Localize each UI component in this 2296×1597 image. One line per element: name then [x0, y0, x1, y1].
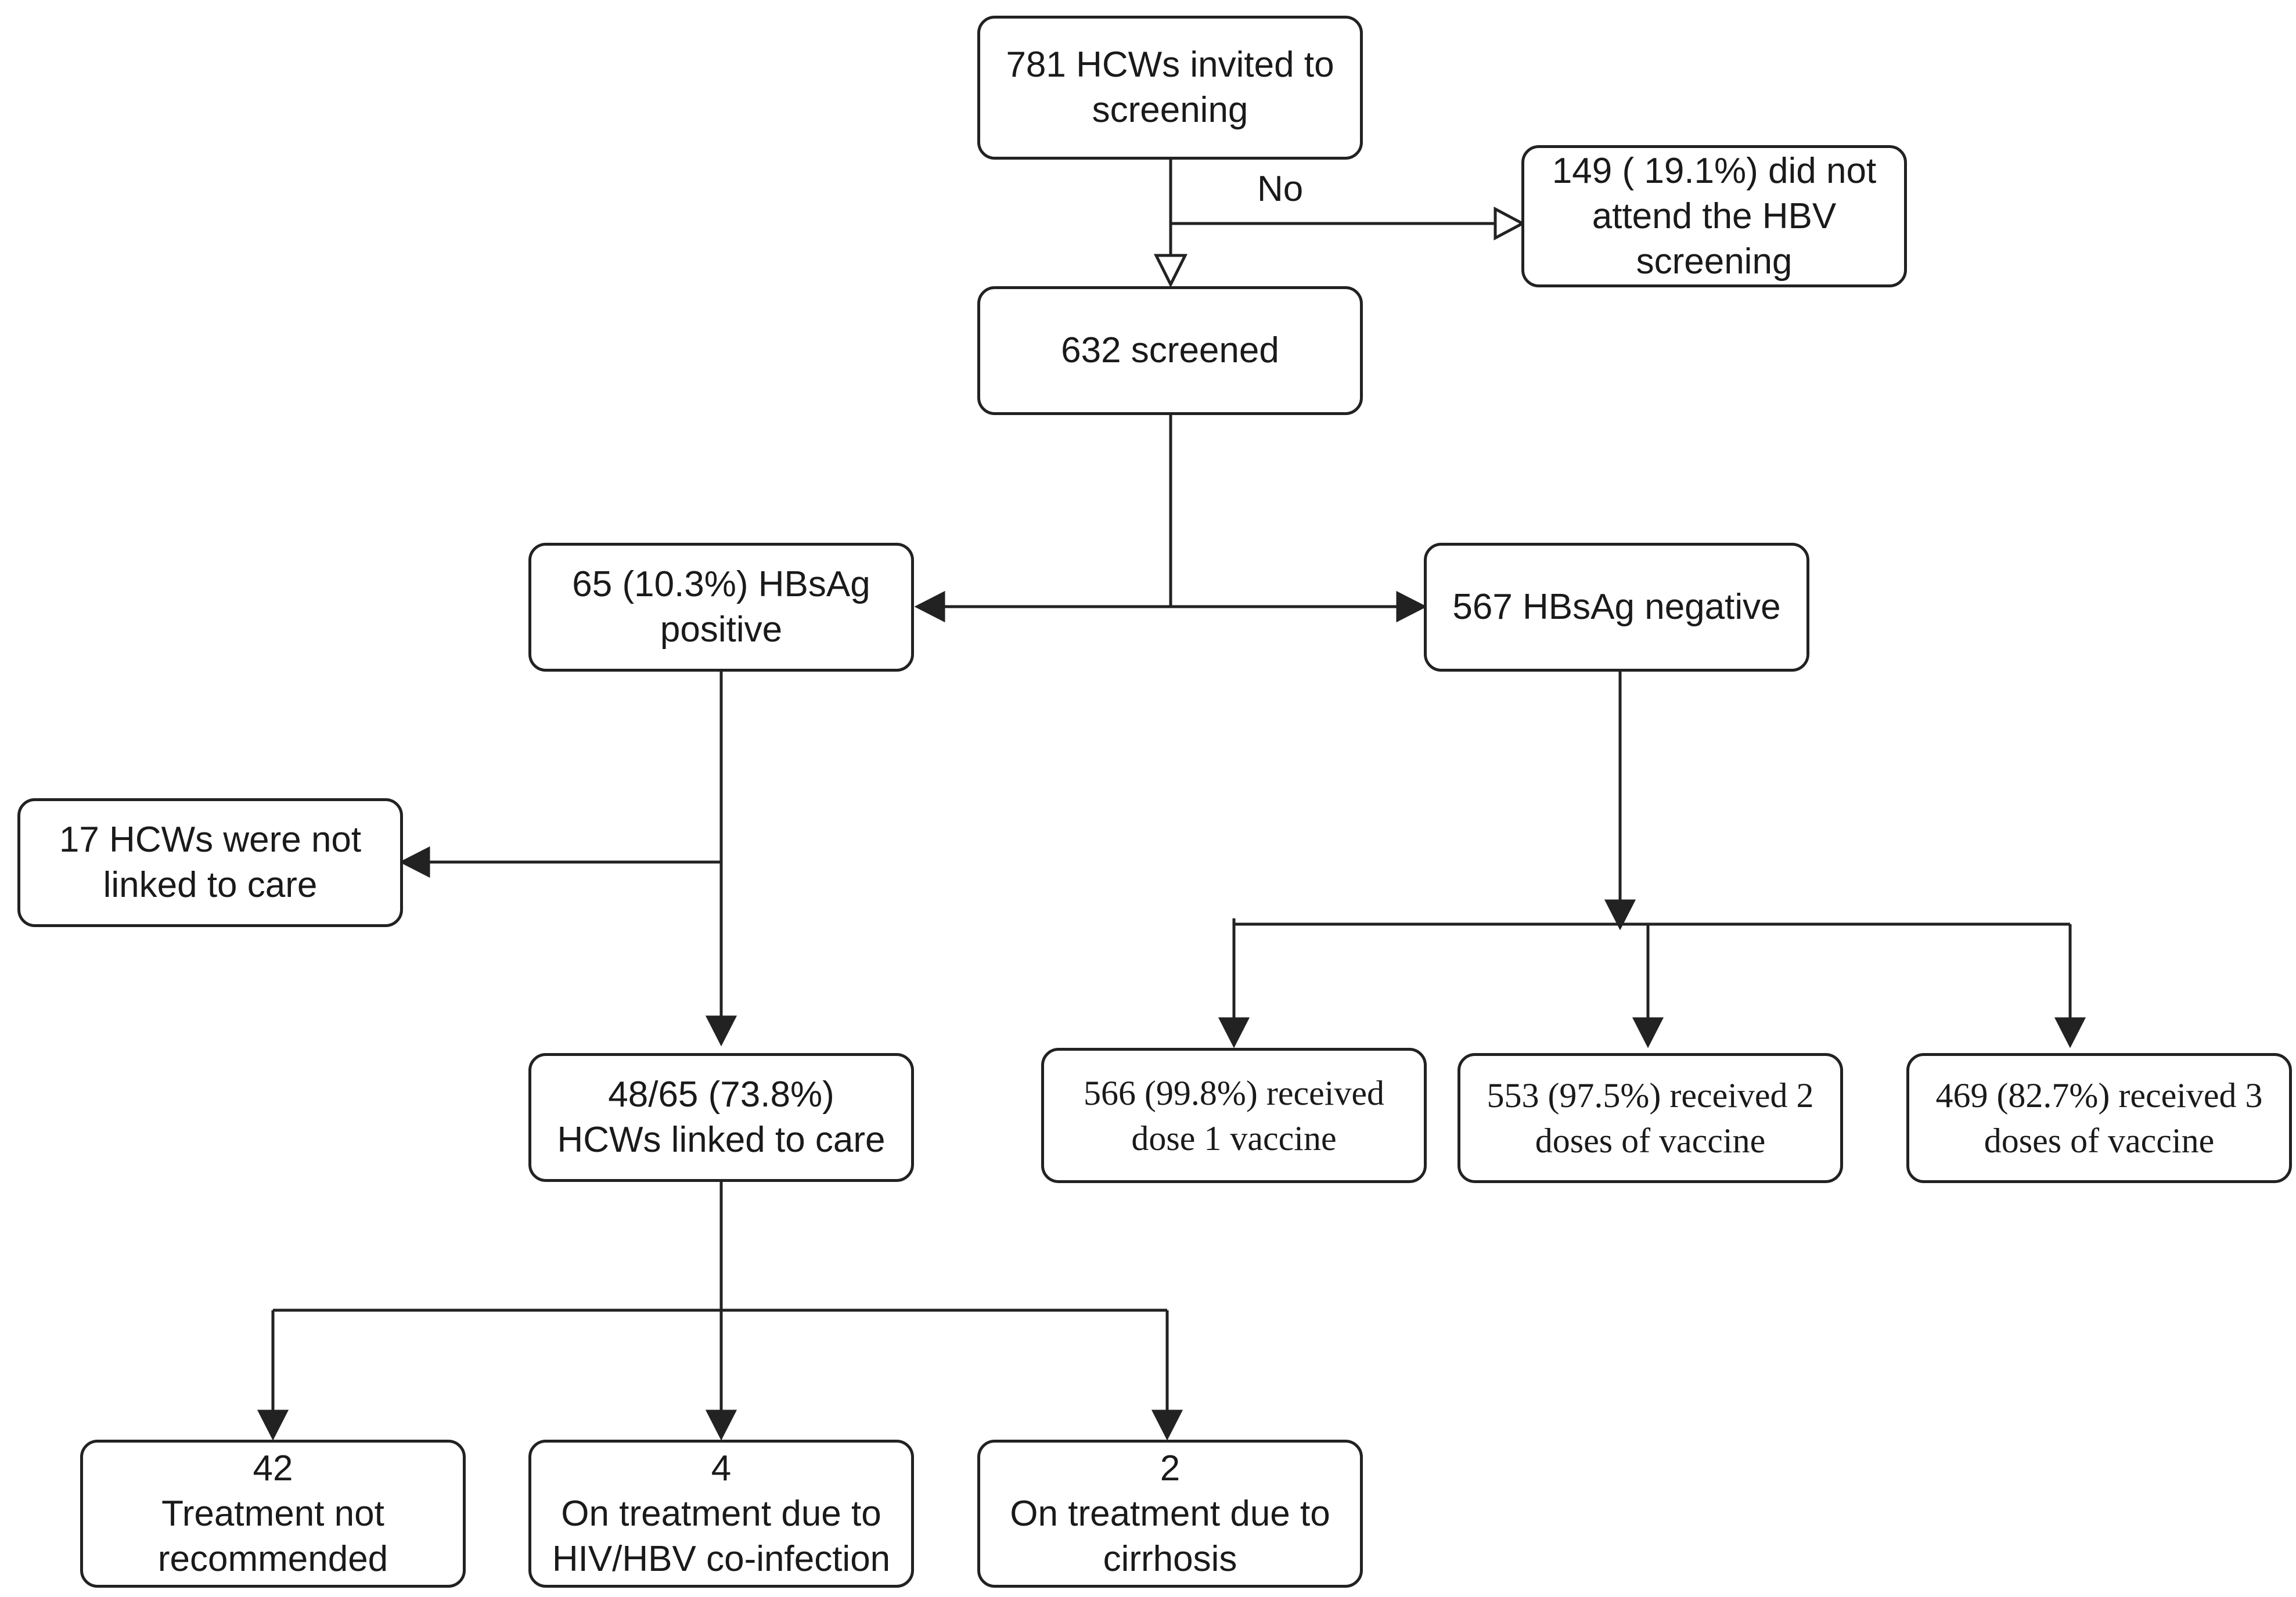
node-no-treatment: 42 Treatment not recommended	[80, 1440, 466, 1588]
node-no-treatment-line-3: recommended	[157, 1538, 388, 1579]
node-positive: 65 (10.3%) HBsAg positive	[528, 543, 914, 672]
arrowhead-dose2	[1632, 1017, 1664, 1048]
node-no-treatment-line-1: 42	[253, 1448, 293, 1488]
node-not-linked: 17 HCWs were not linked to care	[17, 798, 403, 927]
arrowhead-dose1	[1218, 1017, 1250, 1048]
node-linked-line-1: 48/65 (73.8%)	[608, 1075, 834, 1115]
node-hiv-coinfection: 4 On treatment due to HIV/HBV co-infecti…	[528, 1440, 914, 1588]
hollow-arrowhead-screened	[1153, 254, 1188, 288]
arrowhead-no-treatment	[257, 1409, 289, 1441]
node-invited-line-2: screening	[1092, 90, 1248, 130]
node-screened-line-1: 632 screened	[1061, 330, 1279, 370]
arrowhead-dose3	[2054, 1017, 2086, 1048]
node-dose1-line-2: dose 1 vaccine	[1131, 1119, 1337, 1158]
node-positive-line-2: positive	[660, 610, 783, 650]
node-cirrhosis-line-3: cirrhosis	[1103, 1538, 1237, 1579]
node-screened: 632 screened	[977, 286, 1363, 415]
node-linked-line-2: HCWs linked to care	[557, 1120, 886, 1160]
node-hiv-coinfection-line-1: 4	[711, 1448, 732, 1488]
node-invited: 781 HCWs invited to screening	[977, 16, 1363, 160]
arrowhead-hiv	[705, 1409, 737, 1441]
node-not-attend-line-2: attend the HBV	[1592, 196, 1837, 236]
node-dose3: 469 (82.7%) received 3 doses of vaccine	[1906, 1053, 2292, 1183]
node-linked: 48/65 (73.8%) HCWs linked to care	[528, 1053, 914, 1182]
node-dose3-line-2: doses of vaccine	[1984, 1122, 2215, 1160]
node-not-attend-line-1: 149 ( 19.1%) did not	[1552, 150, 1877, 191]
node-invited-line-1: 781 HCWs invited to	[1006, 45, 1334, 85]
node-dose2-line-2: doses of vaccine	[1535, 1122, 1766, 1160]
node-not-linked-line-1: 17 HCWs were not	[59, 820, 362, 860]
node-dose2: 553 (97.5%) received 2 doses of vaccine	[1458, 1053, 1843, 1183]
node-negative-line-1: 567 HBsAg negative	[1452, 587, 1781, 627]
node-cirrhosis: 2 On treatment due to cirrhosis	[977, 1440, 1363, 1588]
arrowhead-positive	[914, 590, 945, 623]
arrowhead-cirrhosis	[1151, 1409, 1183, 1441]
node-cirrhosis-line-1: 2	[1160, 1448, 1181, 1488]
node-dose1: 566 (99.8%) received dose 1 vaccine	[1041, 1048, 1427, 1183]
node-dose3-line-1: 469 (82.7%) received 3	[1935, 1076, 2263, 1115]
node-cirrhosis-line-2: On treatment due to	[1010, 1493, 1330, 1534]
arrowhead-negative	[1396, 590, 1427, 623]
node-positive-line-1: 65 (10.3%) HBsAg	[572, 564, 870, 604]
node-hiv-coinfection-line-3: HIV/HBV co-infection	[552, 1538, 891, 1579]
node-not-attend-line-3: screening	[1636, 241, 1793, 282]
node-no-treatment-line-2: Treatment not	[161, 1493, 384, 1534]
arrowhead-not-linked	[399, 846, 430, 878]
arrowhead-linked	[705, 1015, 737, 1047]
node-dose2-line-1: 553 (97.5%) received 2	[1487, 1076, 1814, 1115]
node-not-attend: 149 ( 19.1%) did not attend the HBV scre…	[1521, 145, 1907, 287]
edge-label-no: No	[1257, 169, 1304, 209]
node-dose1-line-1: 566 (99.8%) received	[1083, 1073, 1385, 1112]
node-not-linked-line-2: linked to care	[103, 865, 318, 905]
arrowhead-vaccine-bar	[1604, 899, 1636, 931]
node-negative: 567 HBsAg negative	[1424, 543, 1809, 672]
hollow-arrowhead-not-attend	[1494, 206, 1526, 241]
node-hiv-coinfection-line-2: On treatment due to	[561, 1493, 881, 1534]
